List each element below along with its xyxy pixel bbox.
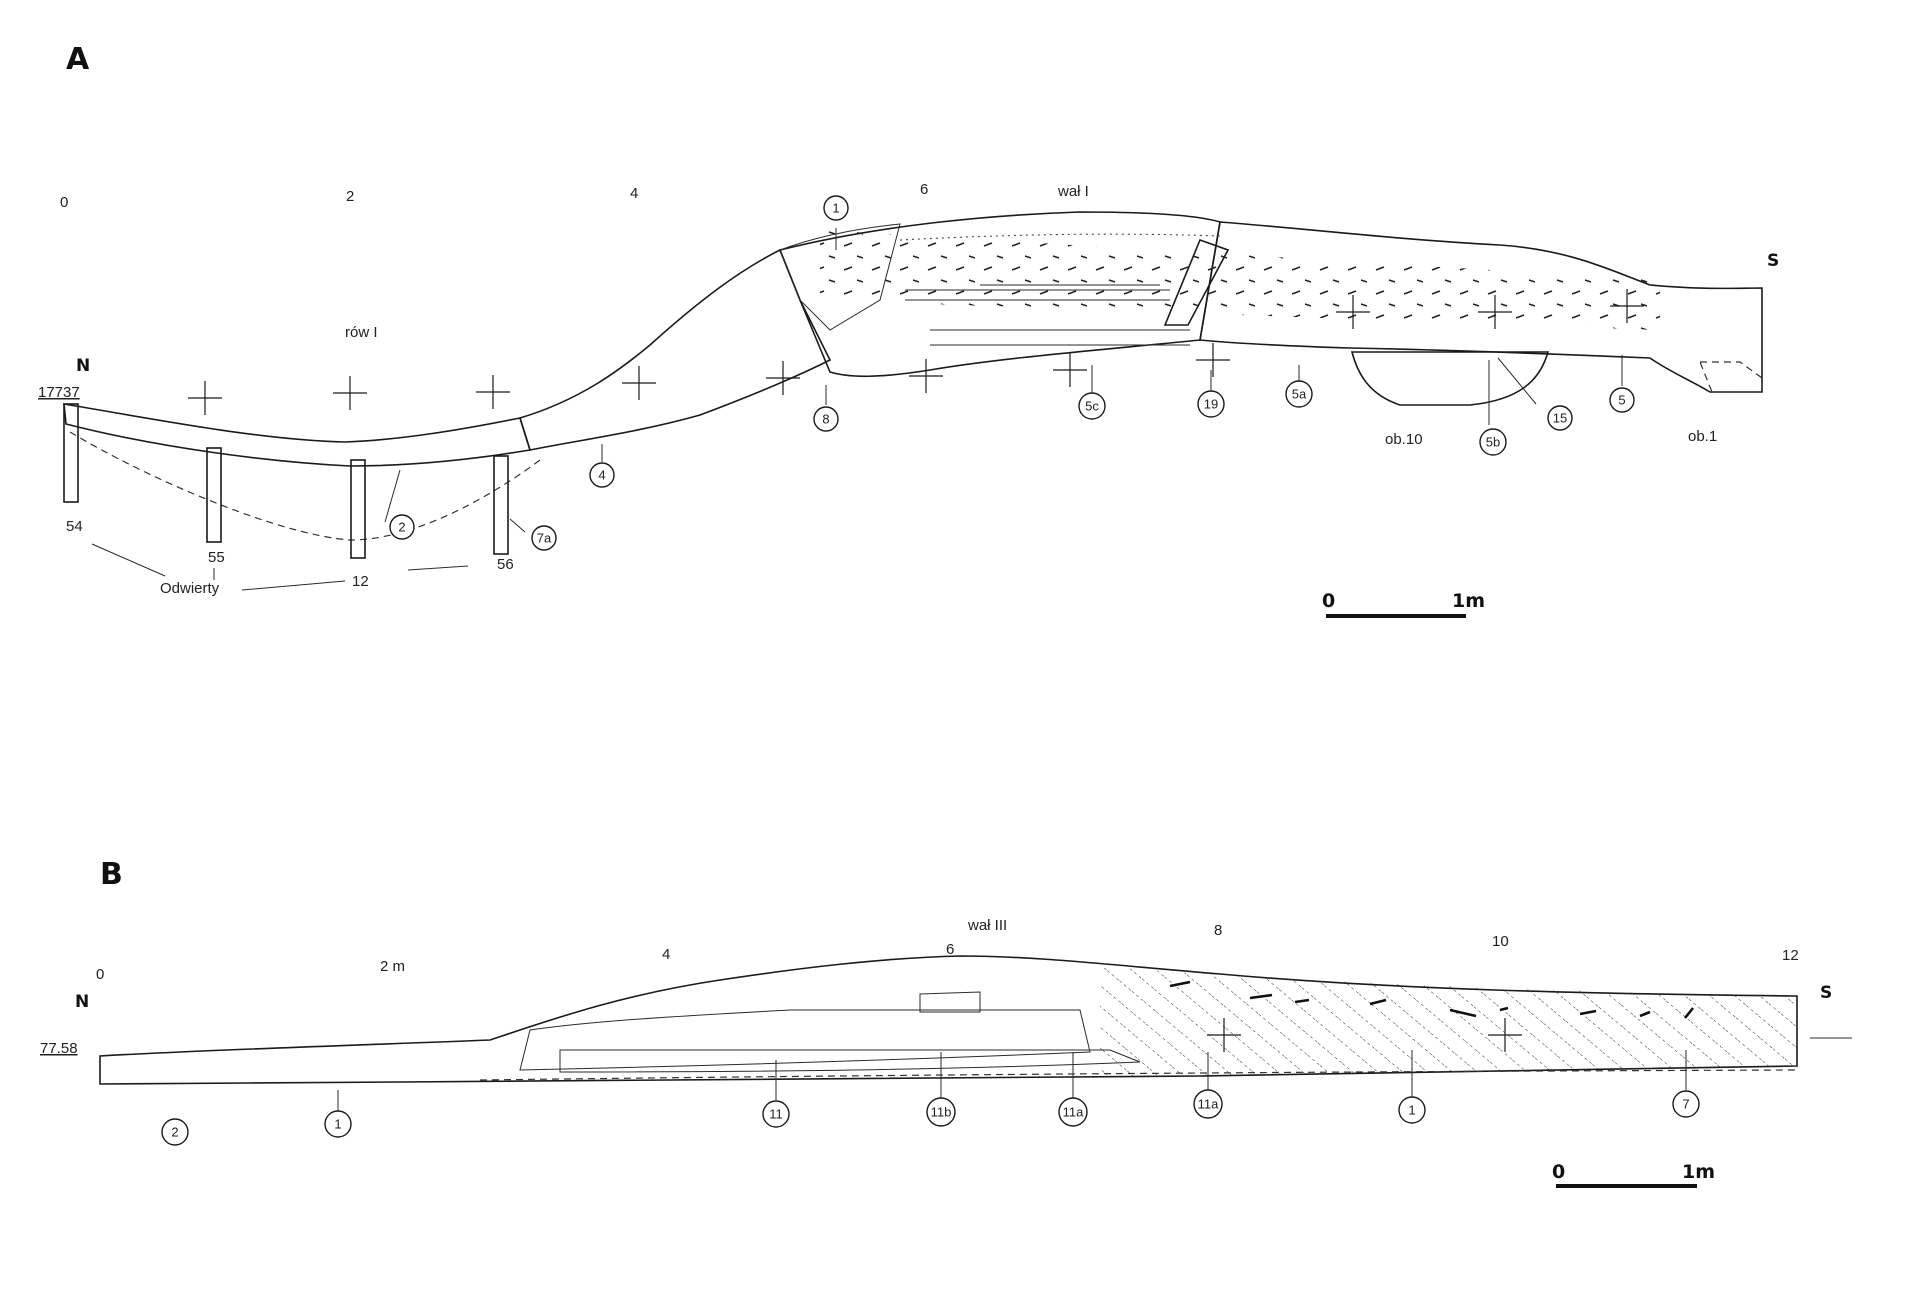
section-a-south: S bbox=[1767, 251, 1779, 271]
section-a-layer-19-wedge bbox=[1163, 238, 1230, 326]
section-b-tick-10: 10 bbox=[1492, 933, 1509, 950]
section-a-layer-19-label: 19 bbox=[1204, 397, 1218, 412]
section-b-layer-2 bbox=[161, 1118, 189, 1146]
section-a-grid-crosses bbox=[188, 289, 1644, 415]
section-a-stones bbox=[820, 230, 1660, 330]
section-a-tick-6: 6 bbox=[920, 181, 928, 198]
section-b-layer-1-west bbox=[324, 1110, 352, 1138]
section-a-layer-5b-label: 5b bbox=[1486, 435, 1500, 450]
section-b-east-dotted-fill bbox=[1100, 966, 1797, 1076]
section-a-layer-15 bbox=[1547, 405, 1573, 431]
section-b-north: N bbox=[75, 992, 89, 1012]
section-a-borehole-label-56: 56 bbox=[497, 556, 514, 573]
section-b-layer-11-label: 11 bbox=[769, 1107, 783, 1122]
section-b-layer-2-label: 2 bbox=[171, 1125, 178, 1140]
section-a-pit-ob1 bbox=[1699, 361, 1763, 393]
section-a-rampart-slope bbox=[518, 248, 832, 451]
section-b-stones bbox=[1169, 980, 1695, 1019]
section-b-layer-11 bbox=[762, 1100, 790, 1128]
section-b-letter: B bbox=[100, 857, 123, 892]
section-a-tick-2: 2 bbox=[346, 188, 354, 205]
section-b-layer-7 bbox=[1672, 1090, 1700, 1118]
section-b-grid-top bbox=[919, 991, 981, 1013]
section-a-borehole-caption: Odwierty bbox=[160, 580, 220, 597]
section-a-scale-zero: 0 bbox=[1322, 590, 1335, 612]
section-b-layer-1-east-label: 1 bbox=[1408, 1103, 1415, 1118]
section-a-object-ob1: ob.1 bbox=[1688, 428, 1717, 445]
section-a-layer-4-label: 4 bbox=[598, 468, 605, 483]
section-a-borehole-label-54: 54 bbox=[66, 518, 83, 535]
section-a-tick-0: 0 bbox=[60, 194, 68, 211]
section-b-layer-11b-label: 11b bbox=[931, 1105, 952, 1120]
section-a-layer-8 bbox=[813, 406, 839, 432]
section-b-layer-1-east bbox=[1398, 1096, 1426, 1124]
section-a-south-fill bbox=[1199, 221, 1763, 393]
section-a-layer-19 bbox=[1197, 390, 1225, 418]
section-b-layer-7-label: 7 bbox=[1682, 1097, 1689, 1112]
section-a-layer-4 bbox=[589, 462, 615, 488]
section-b-tick-2: 2 m bbox=[380, 958, 405, 975]
section-b-dashed-base bbox=[479, 1069, 1798, 1081]
section-a-layer-5c-label: 5c bbox=[1085, 399, 1099, 414]
section-a-borehole-54 bbox=[63, 403, 79, 503]
section-a-layer-1-label: 1 bbox=[832, 201, 839, 216]
section-a-borehole-leaders bbox=[91, 543, 469, 591]
section-a-layer-5a bbox=[1285, 380, 1313, 408]
section-a-borehole-56 bbox=[493, 455, 509, 555]
section-a-elevation: 17737 bbox=[38, 384, 80, 401]
section-b-layer-11a-east bbox=[1193, 1089, 1223, 1119]
section-a: A 0 2 4 6 wał I rów I N S 17737 bbox=[38, 42, 1779, 618]
section-b-layer-11a-west bbox=[1058, 1097, 1088, 1127]
section-a-letter: A bbox=[66, 42, 90, 77]
section-b-layer-11b bbox=[926, 1097, 956, 1127]
section-b-grid-crosses bbox=[1207, 1018, 1522, 1052]
section-a-borehole-label-55: 55 bbox=[208, 549, 225, 566]
section-b-tick-0: 0 bbox=[96, 966, 104, 983]
section-a-layer-5-label: 5 bbox=[1618, 393, 1625, 408]
section-b-scale-zero: 0 bbox=[1552, 1161, 1565, 1183]
section-b-rampart-label: wał III bbox=[967, 917, 1007, 934]
section-a-layer-2-label: 2 bbox=[398, 520, 405, 535]
section-a-borehole-label-12: 12 bbox=[352, 573, 369, 590]
section-a-layer-5a-label: 5a bbox=[1292, 387, 1307, 402]
section-a-layer-7a bbox=[531, 525, 557, 551]
section-a-layer-5 bbox=[1609, 387, 1635, 413]
section-b-layer-11b-band bbox=[559, 1049, 1141, 1073]
section-a-scale-unit: 1m bbox=[1452, 590, 1485, 612]
section-b-tick-4: 4 bbox=[662, 946, 670, 963]
section-a-scale-bar: 0 1m bbox=[1322, 590, 1485, 618]
section-b-layer-11a-east-label: 11a bbox=[1198, 1097, 1219, 1112]
section-a-north: N bbox=[76, 356, 90, 376]
section-a-layer-5b bbox=[1479, 428, 1507, 456]
section-b-scale-unit: 1m bbox=[1682, 1161, 1715, 1183]
section-a-rampart-label: wał I bbox=[1057, 183, 1089, 200]
section-b-layer-11-band bbox=[519, 1009, 1091, 1071]
section-a-dashed-boundary bbox=[69, 431, 541, 541]
section-a-pit-ob10 bbox=[1350, 351, 1550, 406]
section-a-layer-7a-label: 7a bbox=[537, 531, 552, 546]
section-a-layer-5c bbox=[1078, 392, 1106, 420]
section-b-south: S bbox=[1820, 983, 1832, 1003]
section-a-layer-markers: 1 8 5c 19 5a 5b 15 5 4 2 7a bbox=[384, 195, 1635, 551]
section-b-layer-markers: 2 1 11 11b 11a 11a 1 7 bbox=[161, 1050, 1700, 1146]
section-b-layer-11a-west-label: 11a bbox=[1063, 1105, 1084, 1120]
section-a-layer-2 bbox=[389, 514, 415, 540]
section-a-borehole-12 bbox=[350, 459, 366, 559]
section-b: B 0 2 m 4 6 8 10 12 wał III N S 77.58 bbox=[40, 857, 1852, 1188]
section-a-layer-15-label: 15 bbox=[1553, 411, 1567, 426]
section-b-tick-8: 8 bbox=[1214, 922, 1222, 939]
section-a-tick-4: 4 bbox=[630, 185, 638, 202]
section-a-layer-8-label: 8 bbox=[822, 412, 829, 427]
section-a-object-ob10: ob.10 bbox=[1385, 431, 1423, 448]
section-b-scale-bar: 0 1m bbox=[1552, 1161, 1715, 1188]
section-b-tick-12: 12 bbox=[1782, 947, 1799, 964]
section-a-ditch-label: rów I bbox=[345, 324, 378, 341]
section-b-layer-1-west-label: 1 bbox=[334, 1117, 341, 1132]
section-b-elevation: 77.58 bbox=[40, 1040, 78, 1057]
section-a-ditch-fill bbox=[63, 403, 532, 467]
section-b-tick-6: 6 bbox=[946, 941, 954, 958]
section-a-borehole-55 bbox=[206, 447, 222, 543]
section-a-layer-1 bbox=[823, 195, 849, 221]
